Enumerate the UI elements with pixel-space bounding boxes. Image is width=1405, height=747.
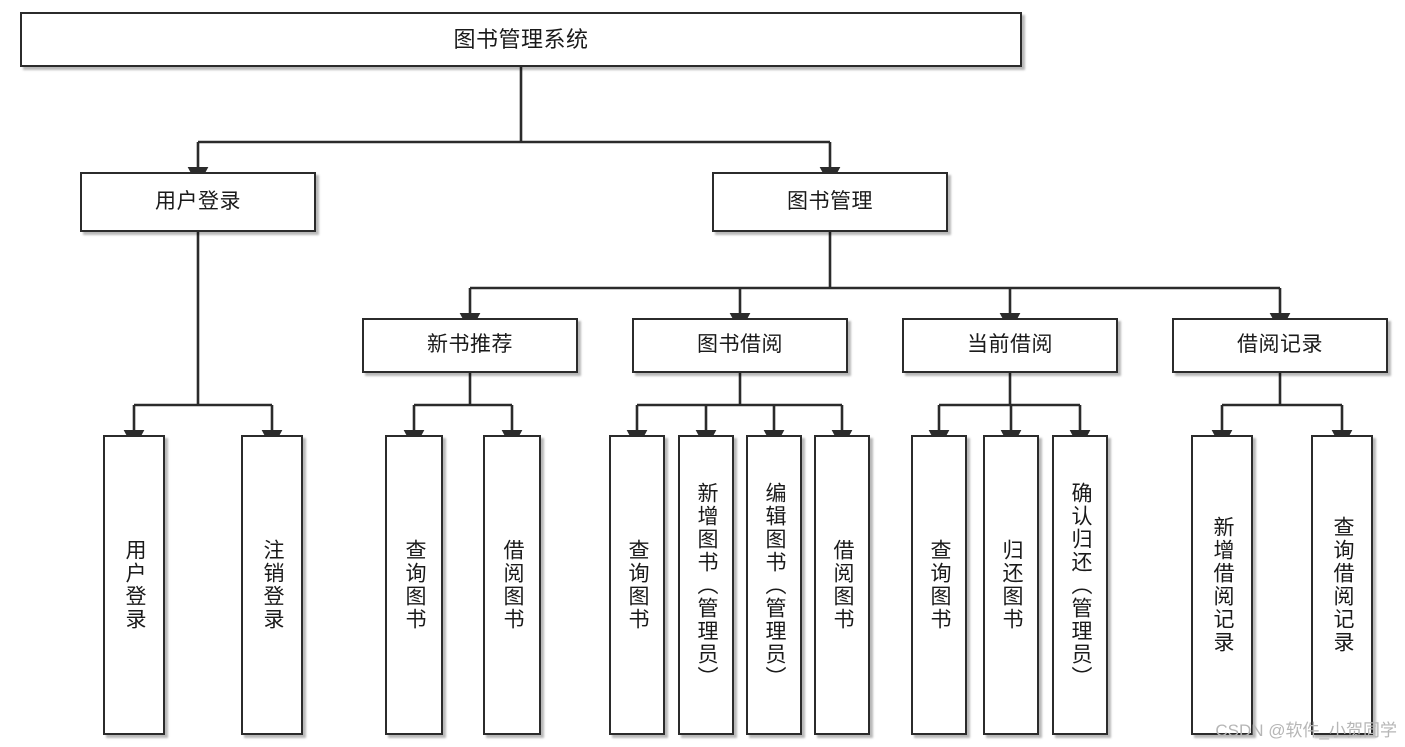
node-label-leaf-bb-add: 新增图书（管理员）	[695, 481, 719, 689]
node-leaf-user-logout[interactable]: 注销登录	[241, 435, 303, 735]
node-leaf-bb-add[interactable]: 新增图书（管理员）	[678, 435, 734, 735]
node-label-user-login: 用户登录	[155, 189, 241, 213]
node-label-leaf-user-logout: 注销登录	[261, 539, 285, 631]
node-label-leaf-cb-return: 归还图书	[1000, 539, 1024, 631]
node-label-book-manage: 图书管理	[787, 189, 873, 213]
node-label-leaf-bb-query: 查询图书	[626, 539, 650, 631]
node-leaf-rec-query[interactable]: 查询图书	[385, 435, 443, 735]
node-book-borrow[interactable]: 图书借阅	[632, 318, 848, 373]
node-label-leaf-rec-borrow: 借阅图书	[501, 539, 525, 631]
node-label-current-borrow: 当前借阅	[967, 333, 1053, 357]
node-user-login[interactable]: 用户登录	[80, 172, 316, 232]
node-label-leaf-bb-edit: 编辑图书（管理员）	[763, 481, 787, 689]
node-label-leaf-cb-query: 查询图书	[928, 539, 952, 631]
node-leaf-bb-query[interactable]: 查询图书	[609, 435, 665, 735]
node-book-manage[interactable]: 图书管理	[712, 172, 948, 232]
node-label-leaf-br-query: 查询借阅记录	[1331, 516, 1355, 654]
node-leaf-bb-edit[interactable]: 编辑图书（管理员）	[746, 435, 802, 735]
node-borrow-record[interactable]: 借阅记录	[1172, 318, 1388, 373]
node-label-book-borrow: 图书借阅	[697, 333, 783, 357]
node-label-root: 图书管理系统	[453, 26, 589, 52]
node-leaf-user-login[interactable]: 用户登录	[103, 435, 165, 735]
node-label-leaf-cb-confirm: 确认归还（管理员）	[1069, 481, 1093, 689]
node-root[interactable]: 图书管理系统	[20, 12, 1022, 67]
node-leaf-cb-confirm[interactable]: 确认归还（管理员）	[1052, 435, 1108, 735]
node-leaf-cb-return[interactable]: 归还图书	[983, 435, 1039, 735]
node-leaf-br-add[interactable]: 新增借阅记录	[1191, 435, 1253, 735]
node-current-borrow[interactable]: 当前借阅	[902, 318, 1118, 373]
node-label-leaf-br-add: 新增借阅记录	[1211, 516, 1235, 654]
node-leaf-rec-borrow[interactable]: 借阅图书	[483, 435, 541, 735]
node-leaf-bb-borrow[interactable]: 借阅图书	[814, 435, 870, 735]
node-leaf-br-query[interactable]: 查询借阅记录	[1311, 435, 1373, 735]
node-label-new-book-rec: 新书推荐	[427, 333, 513, 357]
node-new-book-rec[interactable]: 新书推荐	[362, 318, 578, 373]
node-label-leaf-rec-query: 查询图书	[403, 539, 427, 631]
node-label-borrow-record: 借阅记录	[1237, 333, 1323, 357]
node-leaf-cb-query[interactable]: 查询图书	[911, 435, 967, 735]
node-label-leaf-user-login: 用户登录	[123, 539, 147, 631]
node-label-leaf-bb-borrow: 借阅图书	[831, 539, 855, 631]
connector-lines	[123, 67, 1353, 450]
